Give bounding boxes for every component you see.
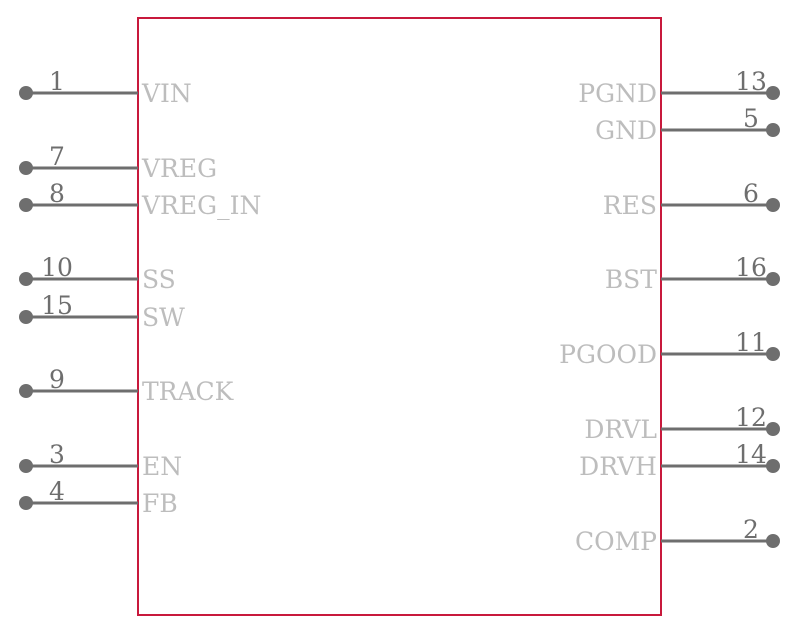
pin-en: 3 EN	[19, 440, 182, 481]
pin-sw: 15 SW	[19, 291, 185, 332]
pin-terminal-dot	[766, 534, 780, 548]
pin-number: 8	[49, 179, 65, 208]
pin-vreg: 7 VREG	[19, 142, 217, 183]
pin-name: EN	[142, 452, 182, 481]
pin-number: 13	[735, 67, 767, 96]
pin-terminal-dot	[19, 198, 33, 212]
pin-name: GND	[595, 116, 657, 145]
pin-number: 4	[49, 477, 65, 506]
pin-terminal-dot	[766, 86, 780, 100]
pin-name: PGND	[578, 79, 657, 108]
pin-name: PGOOD	[559, 340, 657, 369]
pin-number: 14	[735, 440, 767, 469]
pin-bst: 16 BST	[605, 253, 780, 294]
pin-drvl: 12 DRVL	[584, 403, 780, 444]
pin-terminal-dot	[766, 272, 780, 286]
pin-pgnd: 13 PGND	[578, 67, 780, 108]
pin-comp: 2 COMP	[575, 515, 780, 556]
pin-number: 5	[743, 104, 759, 133]
pin-terminal-dot	[766, 198, 780, 212]
pin-name: BST	[605, 265, 657, 294]
pin-terminal-dot	[19, 496, 33, 510]
pin-track: 9 TRACK	[19, 365, 235, 406]
pin-res: 6 RES	[603, 179, 780, 220]
pin-terminal-dot	[766, 123, 780, 137]
pin-terminal-dot	[19, 384, 33, 398]
pin-number: 10	[41, 253, 73, 282]
pin-terminal-dot	[19, 161, 33, 175]
pin-vin: 1 VIN	[19, 67, 192, 108]
pin-terminal-dot	[19, 459, 33, 473]
pin-name: VREG_IN	[141, 191, 261, 220]
pin-terminal-dot	[766, 422, 780, 436]
pin-terminal-dot	[19, 86, 33, 100]
pin-number: 11	[735, 328, 767, 357]
pin-name: DRVL	[584, 415, 657, 444]
pin-fb: 4 FB	[19, 477, 178, 518]
pin-terminal-dot	[766, 459, 780, 473]
right-pin-group: 13 PGND 5 GND 6 RES 16 BST 11 PGOOD 12 DRVL 14 DRVH 2 C…	[559, 67, 780, 556]
pin-name: SS	[142, 265, 176, 294]
pin-name: SW	[142, 303, 185, 332]
pin-number: 9	[49, 365, 65, 394]
pin-ss: 10 SS	[19, 253, 176, 294]
pin-terminal-dot	[766, 347, 780, 361]
pin-name: VREG	[141, 154, 217, 183]
pin-name: FB	[142, 489, 178, 518]
pin-name: RES	[603, 191, 657, 220]
pin-vreg-in: 8 VREG_IN	[19, 179, 261, 220]
pin-number: 16	[735, 253, 767, 282]
pin-number: 1	[49, 67, 65, 96]
pin-number: 7	[49, 142, 65, 171]
pin-pgood: 11 PGOOD	[559, 328, 780, 369]
pin-number: 12	[735, 403, 767, 432]
pin-terminal-dot	[19, 272, 33, 286]
pin-name: VIN	[141, 79, 192, 108]
pin-number: 15	[41, 291, 73, 320]
left-pin-group: 1 VIN 7 VREG 8 VREG_IN 10 SS 15 SW 9 TRACK 3 EN 4 FB	[19, 67, 261, 518]
pin-name: TRACK	[142, 377, 235, 406]
pin-name: COMP	[575, 527, 657, 556]
pin-terminal-dot	[19, 310, 33, 324]
pin-number: 6	[743, 179, 759, 208]
pin-drvh: 14 DRVH	[579, 440, 780, 481]
pin-number: 3	[49, 440, 65, 469]
pin-number: 2	[743, 515, 759, 544]
pin-gnd: 5 GND	[595, 104, 780, 145]
pin-name: DRVH	[579, 452, 657, 481]
